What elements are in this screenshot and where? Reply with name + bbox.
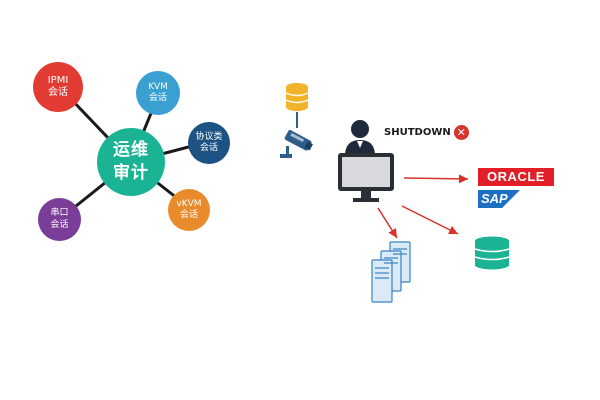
monitor-icon xyxy=(338,153,394,202)
database-icon xyxy=(474,236,510,270)
sap-logo: SAP xyxy=(478,190,520,208)
bubble-sublabel: 会话 xyxy=(148,93,167,103)
shutdown-label: SHUTDOWN xyxy=(384,127,451,138)
hub-line2: 审计 xyxy=(113,163,149,183)
bubble-label: vKVM xyxy=(176,198,202,209)
operator-icon xyxy=(345,120,375,156)
sap-logo-shape xyxy=(478,190,520,208)
protocol-session-bubble: 协议类 会话 xyxy=(188,122,230,164)
server-stack-icon xyxy=(371,241,411,303)
bubble-sublabel: 会话 xyxy=(179,210,198,220)
arrow-to-oracle xyxy=(403,174,469,184)
bubble-label: IPMI xyxy=(47,74,69,86)
database-icon xyxy=(285,83,309,111)
oracle-logo: ORACLE xyxy=(478,168,554,186)
sap-label: SAP xyxy=(481,191,508,206)
bubble-label: 协议类 xyxy=(195,131,223,142)
bubble-sublabel: 会话 xyxy=(50,219,69,230)
shutdown-indicator: SHUTDOWN ✕ xyxy=(384,125,469,140)
vkvm-session-bubble: vKVM 会话 xyxy=(168,189,210,231)
arrow-to-servers xyxy=(377,207,398,239)
bubble-label: 串口 xyxy=(50,208,69,219)
close-icon: ✕ xyxy=(453,125,469,140)
serial-session-bubble: 串口 会话 xyxy=(38,198,81,241)
ipmi-session-bubble: IPMI 会话 xyxy=(33,62,83,112)
kvm-session-bubble: KVM 会话 xyxy=(136,71,180,115)
bubble-label: KVM xyxy=(148,81,168,92)
camera-icon xyxy=(280,130,313,158)
bubble-sublabel: 会话 xyxy=(48,87,68,98)
bubble-sublabel: 会话 xyxy=(199,143,218,153)
audit-hub: 运维 审计 xyxy=(97,128,165,196)
hub-line1: 运维 xyxy=(113,140,149,161)
arrow-to-database xyxy=(401,205,459,235)
